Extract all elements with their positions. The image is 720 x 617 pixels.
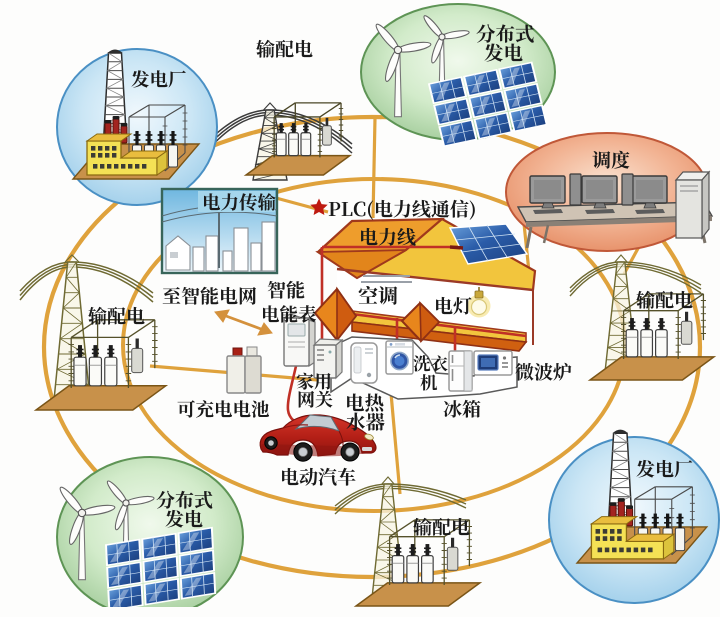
- substation: [243, 102, 353, 176]
- label-text-washing-machine-2: 机: [420, 372, 438, 390]
- monitor: [529, 175, 566, 214]
- computer-tower: [621, 173, 634, 206]
- electric-car: [259, 414, 377, 462]
- plc-star-icon: [310, 198, 328, 215]
- label-text-home-gateway-1: 家用: [296, 370, 332, 388]
- solar-panel-array: [427, 61, 548, 148]
- label-text-transmission-left: 输配电: [88, 304, 145, 323]
- label-text-electric-vehicle: 电动汽车: [280, 465, 356, 484]
- label-text-distributed-tr-2: 发电: [484, 41, 523, 61]
- power-plant: [71, 49, 201, 180]
- roof-junction: [313, 286, 358, 343]
- smart-home: [286, 217, 537, 429]
- wind-turbine: [375, 23, 432, 118]
- label-text-smart-meter-1: 智能: [267, 278, 305, 297]
- label-text-plc: PLC(电力线通信): [328, 197, 474, 216]
- power-transmission-picture: [160, 187, 279, 275]
- wind-turbine: [423, 15, 470, 93]
- label-text-rechargeable-battery: 可充电电池: [177, 398, 270, 417]
- label-text-distributed-bl-1: 分布式: [156, 488, 213, 507]
- label-text-water-heater-1: 电热: [345, 391, 384, 411]
- label-text-washing-machine-1: 洗衣: [413, 353, 448, 371]
- label-text-transmission-top: 输配电: [256, 37, 313, 56]
- rechargeable-battery-device: [226, 346, 262, 394]
- label-text-refrigerator: 冰箱: [443, 397, 481, 416]
- roof-junction: [400, 301, 441, 343]
- substation: [353, 519, 483, 607]
- wind-turbine: [59, 486, 116, 581]
- substation: [587, 293, 717, 381]
- node-power-plant-bottom-right: [548, 429, 720, 604]
- label-text-transmission-bottom: 输配电: [413, 515, 470, 534]
- node-power-plant-top-left: [56, 48, 218, 206]
- label-text-air-conditioner: 空调: [358, 283, 398, 303]
- power-plant: [575, 429, 709, 564]
- water-heater: [350, 342, 378, 384]
- node-distributed-generation-bottom-left: [56, 456, 244, 617]
- computer-tower: [569, 173, 582, 206]
- solar-panel-array: [104, 526, 217, 612]
- label-text-distributed-tr-1: 分布式: [476, 22, 535, 42]
- label-text-power-line: 电力线: [359, 225, 416, 244]
- label-text-dispatch: 调度: [592, 148, 630, 167]
- label-text-electric-light: 电灯: [434, 294, 472, 313]
- label-text-transmission-right: 输配电: [636, 288, 693, 307]
- label-text-distributed-bl-2: 发电: [165, 507, 203, 526]
- substation: [33, 319, 169, 411]
- monitor: [581, 175, 618, 214]
- label-text-microwave: 微波炉: [515, 360, 572, 379]
- label-text-water-heater-2: 水器: [346, 410, 385, 430]
- label-text-power-transmission: 电力传输: [202, 191, 276, 210]
- label-text-to-smart-grid: 至智能电网: [162, 284, 257, 303]
- label-text-home-gateway-2: 网关: [297, 388, 333, 406]
- server-cabinet: [674, 170, 711, 240]
- home-gateway-device: [312, 338, 344, 380]
- label-text-plant-bottom-right: 发电厂: [636, 457, 693, 476]
- node-dispatch: [505, 132, 714, 252]
- light-bulb: [467, 287, 491, 318]
- bottom-margin: [0, 607, 720, 617]
- refrigerator: [448, 350, 473, 392]
- smart-meter-device: [282, 313, 316, 368]
- microwave-oven: [473, 350, 513, 376]
- exchange-arrow: [214, 309, 273, 336]
- washing-machine: [385, 340, 414, 375]
- roof-solar-panel-grid: [455, 224, 522, 262]
- air-conditioner-vents: [361, 275, 412, 283]
- label-text-smart-meter-2: 电能表: [261, 303, 317, 322]
- label-text-plant-top-left: 发电厂: [131, 68, 187, 87]
